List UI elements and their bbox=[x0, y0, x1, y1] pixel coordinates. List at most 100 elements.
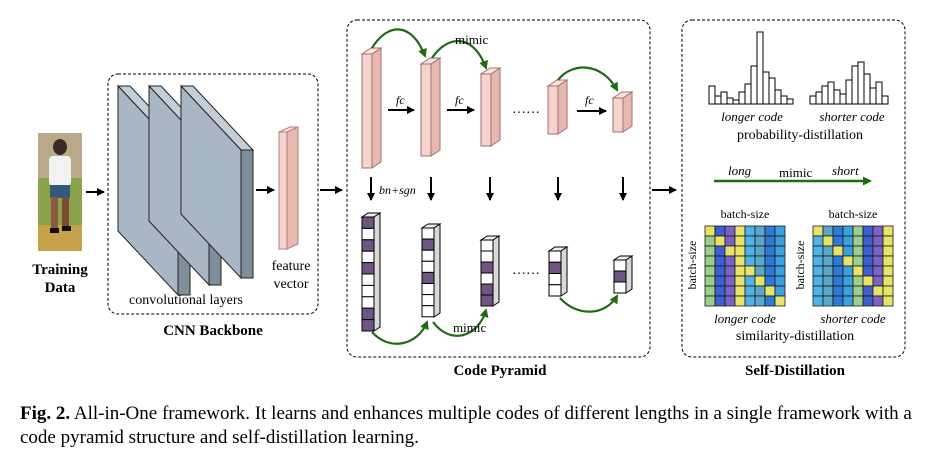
matrix-cell bbox=[882, 275, 894, 287]
similarity-distillation-label: similarity-distillation bbox=[736, 329, 854, 344]
matrix-cell bbox=[812, 275, 824, 287]
matrix-cell bbox=[842, 225, 854, 237]
matrix-cell bbox=[842, 235, 854, 247]
matrix-cell bbox=[842, 295, 854, 307]
matrix-cell bbox=[852, 255, 864, 267]
caption-text: All-in-One framework. It learns and enha… bbox=[20, 403, 912, 448]
matrix-cell bbox=[774, 295, 786, 307]
matrix-cell bbox=[734, 265, 746, 277]
matrix-cell bbox=[832, 245, 844, 257]
bn-sgn-label: bn+sgn bbox=[379, 183, 416, 197]
matrix-cell bbox=[832, 295, 844, 307]
matrix-cell bbox=[822, 225, 834, 237]
matrix-cell bbox=[832, 285, 844, 297]
matrix-cell bbox=[812, 225, 824, 237]
figure-caption: Fig. 2. All-in-One framework. It learns … bbox=[20, 402, 915, 450]
matrix-cell bbox=[764, 285, 776, 297]
matrix-cell bbox=[832, 265, 844, 277]
matrix-cell bbox=[774, 225, 786, 237]
matrix-cell bbox=[872, 275, 884, 287]
matrix-cell bbox=[852, 285, 864, 297]
matrix-cell bbox=[734, 275, 746, 287]
matrix-cell bbox=[724, 295, 736, 307]
cnn-backbone-title: CNN Backbone bbox=[163, 323, 263, 339]
matrix-cell bbox=[812, 295, 824, 307]
matrix-cell bbox=[822, 275, 834, 287]
matrix-cell bbox=[852, 225, 864, 237]
long-label: long bbox=[728, 163, 752, 178]
pyramid-real-vectors bbox=[360, 47, 634, 169]
matrix-cell bbox=[882, 265, 894, 277]
matrix-cell bbox=[882, 285, 894, 297]
shorter-code-histogram bbox=[809, 61, 889, 105]
matrix-cell bbox=[714, 285, 726, 297]
matrix-cell bbox=[852, 275, 864, 287]
matrix-cell bbox=[862, 225, 874, 237]
code-pyramid-box bbox=[346, 19, 651, 358]
matrix-cell bbox=[754, 235, 766, 247]
matrix-cell bbox=[812, 245, 824, 257]
framework-figure: Training Data convolutional layers featu… bbox=[32, 19, 906, 379]
matrix-cell bbox=[822, 235, 834, 247]
matrix-cell bbox=[724, 265, 736, 277]
matrix-cell bbox=[852, 265, 864, 277]
matrix-cell bbox=[812, 235, 824, 247]
matrix-cell bbox=[724, 275, 736, 287]
matrix-cell bbox=[872, 235, 884, 247]
matrix-cell bbox=[704, 285, 716, 297]
input-label-line2: Data bbox=[45, 280, 76, 296]
matrix-cell bbox=[832, 225, 844, 237]
matrix-cell bbox=[704, 225, 716, 237]
matrix-cell bbox=[832, 275, 844, 287]
matrix-cell bbox=[704, 245, 716, 257]
mimic-label-top: mimic bbox=[455, 32, 488, 47]
input-label-line1: Training bbox=[32, 262, 88, 278]
matrix-cell bbox=[842, 275, 854, 287]
matrix-cell bbox=[744, 235, 756, 247]
matrix-cell bbox=[862, 265, 874, 277]
matrix-cell bbox=[822, 285, 834, 297]
matrix-cell bbox=[842, 245, 854, 257]
matrix-cell bbox=[852, 295, 864, 307]
matrix-cell bbox=[774, 285, 786, 297]
matrix-cell bbox=[764, 265, 776, 277]
matrix-cell bbox=[842, 255, 854, 267]
matrix-cell bbox=[822, 245, 834, 257]
matrix-cell bbox=[754, 275, 766, 287]
matrix-cell bbox=[882, 225, 894, 237]
matrix-cell bbox=[764, 245, 776, 257]
matrix-cell bbox=[704, 255, 716, 267]
matrix-cell bbox=[774, 275, 786, 287]
matrix-cell bbox=[714, 245, 726, 257]
binary-code-stacks bbox=[360, 212, 634, 332]
mimic-label-distill: mimic bbox=[779, 165, 812, 180]
matrix-cell bbox=[734, 245, 746, 257]
longer-code-histogram bbox=[708, 31, 794, 105]
matrix-cell bbox=[812, 255, 824, 267]
matrix-cell bbox=[724, 245, 736, 257]
matrix-cell bbox=[714, 265, 726, 277]
matrix-cell bbox=[882, 295, 894, 307]
fc-arrows bbox=[388, 106, 607, 115]
matrix-cell bbox=[744, 285, 756, 297]
matrix-cell bbox=[734, 285, 746, 297]
matrix-cell bbox=[714, 255, 726, 267]
matrix-cell bbox=[872, 255, 884, 267]
similarity-matrix-longer bbox=[704, 225, 786, 307]
longer-code-label-top: longer code bbox=[721, 109, 783, 124]
matrix-cell bbox=[704, 235, 716, 247]
matrix-cell bbox=[872, 245, 884, 257]
matrix-cell bbox=[704, 265, 716, 277]
matrix-cell bbox=[764, 235, 776, 247]
feature-vector bbox=[278, 126, 299, 250]
matrix-cell bbox=[744, 295, 756, 307]
matrix-cell bbox=[764, 295, 776, 307]
matrix-cell bbox=[754, 265, 766, 277]
matrix-cell bbox=[724, 235, 736, 247]
matrix-cell bbox=[774, 255, 786, 267]
longer-code-label-bottom: longer code bbox=[714, 311, 776, 326]
mimic-arrows-top bbox=[371, 28, 618, 92]
matrix-cell bbox=[862, 295, 874, 307]
matrix-cell bbox=[724, 285, 736, 297]
matrix-cell bbox=[842, 285, 854, 297]
